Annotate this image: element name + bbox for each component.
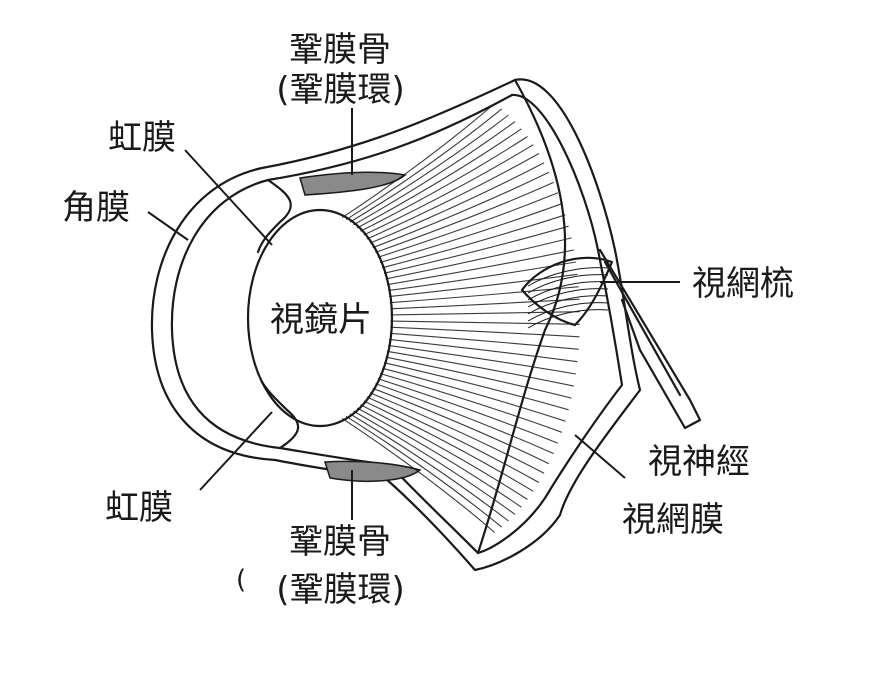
ciliary-fiber — [385, 237, 572, 280]
ciliary-fiber — [353, 410, 516, 515]
label-scleral-ring-bottom: (鞏膜環) — [276, 570, 405, 610]
label-retina: 視網膜 — [622, 500, 724, 540]
ciliary-fiber — [341, 103, 496, 219]
ciliary-fiber — [386, 350, 574, 387]
label-pecten: 視網梳 — [692, 264, 794, 304]
label-iris-bottom: 虹膜 — [105, 488, 173, 528]
ciliary-fiber — [377, 378, 559, 444]
ciliary-fiber — [366, 153, 540, 240]
ciliary-fiber — [388, 344, 576, 375]
eye-inner-wall — [266, 93, 624, 555]
label-optic-nerve: 視神經 — [648, 442, 750, 482]
ciliary-fiber — [360, 404, 528, 500]
ciliary-fiber — [390, 320, 580, 325]
iris-bottom-shape — [260, 380, 300, 450]
ciliary-fiber — [390, 298, 580, 310]
ciliary-fiber — [385, 356, 572, 399]
ciliary-fiber — [363, 400, 534, 492]
ciliary-fiber — [363, 144, 534, 236]
ciliary-fiber — [377, 192, 559, 258]
ciliary-fiber — [389, 332, 579, 350]
scleral-ossicle-top-shape — [299, 171, 407, 196]
ciliary-fiber — [389, 286, 579, 304]
ciliary-fiber — [375, 383, 554, 455]
ciliary-fiber — [379, 203, 562, 264]
label-scleral-ossicle-top: 鞏膜骨 — [289, 30, 391, 70]
ciliary-fiber — [390, 311, 580, 316]
ciliary-fiber — [366, 396, 540, 483]
ciliary-fiber — [381, 214, 566, 269]
ciliary-fiber — [383, 362, 569, 411]
ciliary-fiber — [381, 367, 566, 422]
ciliary-fiber — [360, 136, 528, 232]
label-scleral-ring-top: (鞏膜環) — [276, 70, 405, 110]
optic-nerve-inner — [603, 260, 682, 397]
ciliary-fiber — [379, 372, 562, 433]
label-lens: 視鏡片 — [270, 300, 372, 340]
ciliary-fiber — [356, 128, 522, 229]
pointer-cornea — [147, 211, 189, 241]
ciliary-fiber — [383, 225, 569, 274]
pecten-fold — [527, 281, 609, 301]
ciliary-fiber — [356, 407, 522, 508]
ciliary-fiber — [349, 413, 509, 522]
cornea-inner — [170, 178, 282, 450]
pecten-fold — [527, 295, 609, 315]
ciliary-fiber — [386, 249, 574, 286]
scleral-ossicle-bottom-shape — [323, 460, 422, 482]
ciliary-fibers — [341, 103, 580, 533]
ciliary-fiber — [369, 392, 545, 474]
label-cornea: 角膜 — [62, 188, 130, 228]
ciliary-fiber — [389, 338, 578, 363]
pointer-iris-top — [184, 149, 273, 246]
ciliary-fiber — [388, 261, 576, 292]
ciliary-fiber — [349, 114, 509, 223]
ciliary-fiber — [375, 181, 554, 253]
stray-mark: ( — [236, 565, 247, 595]
ciliary-fiber — [353, 121, 516, 226]
pecten-fold — [527, 288, 609, 308]
iris-top-shape — [256, 178, 292, 254]
ciliary-fiber — [372, 387, 550, 465]
ciliary-fiber — [369, 162, 545, 244]
eye-outer-wall — [260, 78, 642, 572]
ciliary-fiber — [389, 273, 578, 298]
optic-nerve-shape — [598, 248, 702, 430]
ciliary-fiber — [372, 171, 550, 249]
ciliary-fiber — [345, 415, 503, 528]
pecten-folds — [527, 267, 609, 329]
ciliary-fiber — [341, 417, 496, 533]
pecten-fold — [527, 267, 609, 287]
pecten-fold — [527, 274, 609, 294]
pecten-fold — [527, 302, 609, 322]
label-iris-top: 虹膜 — [108, 118, 176, 158]
label-scleral-ossicle-bottom: 鞏膜骨 — [289, 522, 391, 562]
pointer-iris-bottom — [199, 411, 273, 491]
pointer-retina — [574, 434, 626, 479]
retina-arc — [476, 78, 567, 555]
cornea-outline — [150, 166, 277, 462]
ciliary-fiber — [345, 108, 503, 221]
lens-outline — [246, 208, 394, 428]
ciliary-fiber — [390, 326, 580, 338]
pecten-fold — [527, 309, 609, 329]
